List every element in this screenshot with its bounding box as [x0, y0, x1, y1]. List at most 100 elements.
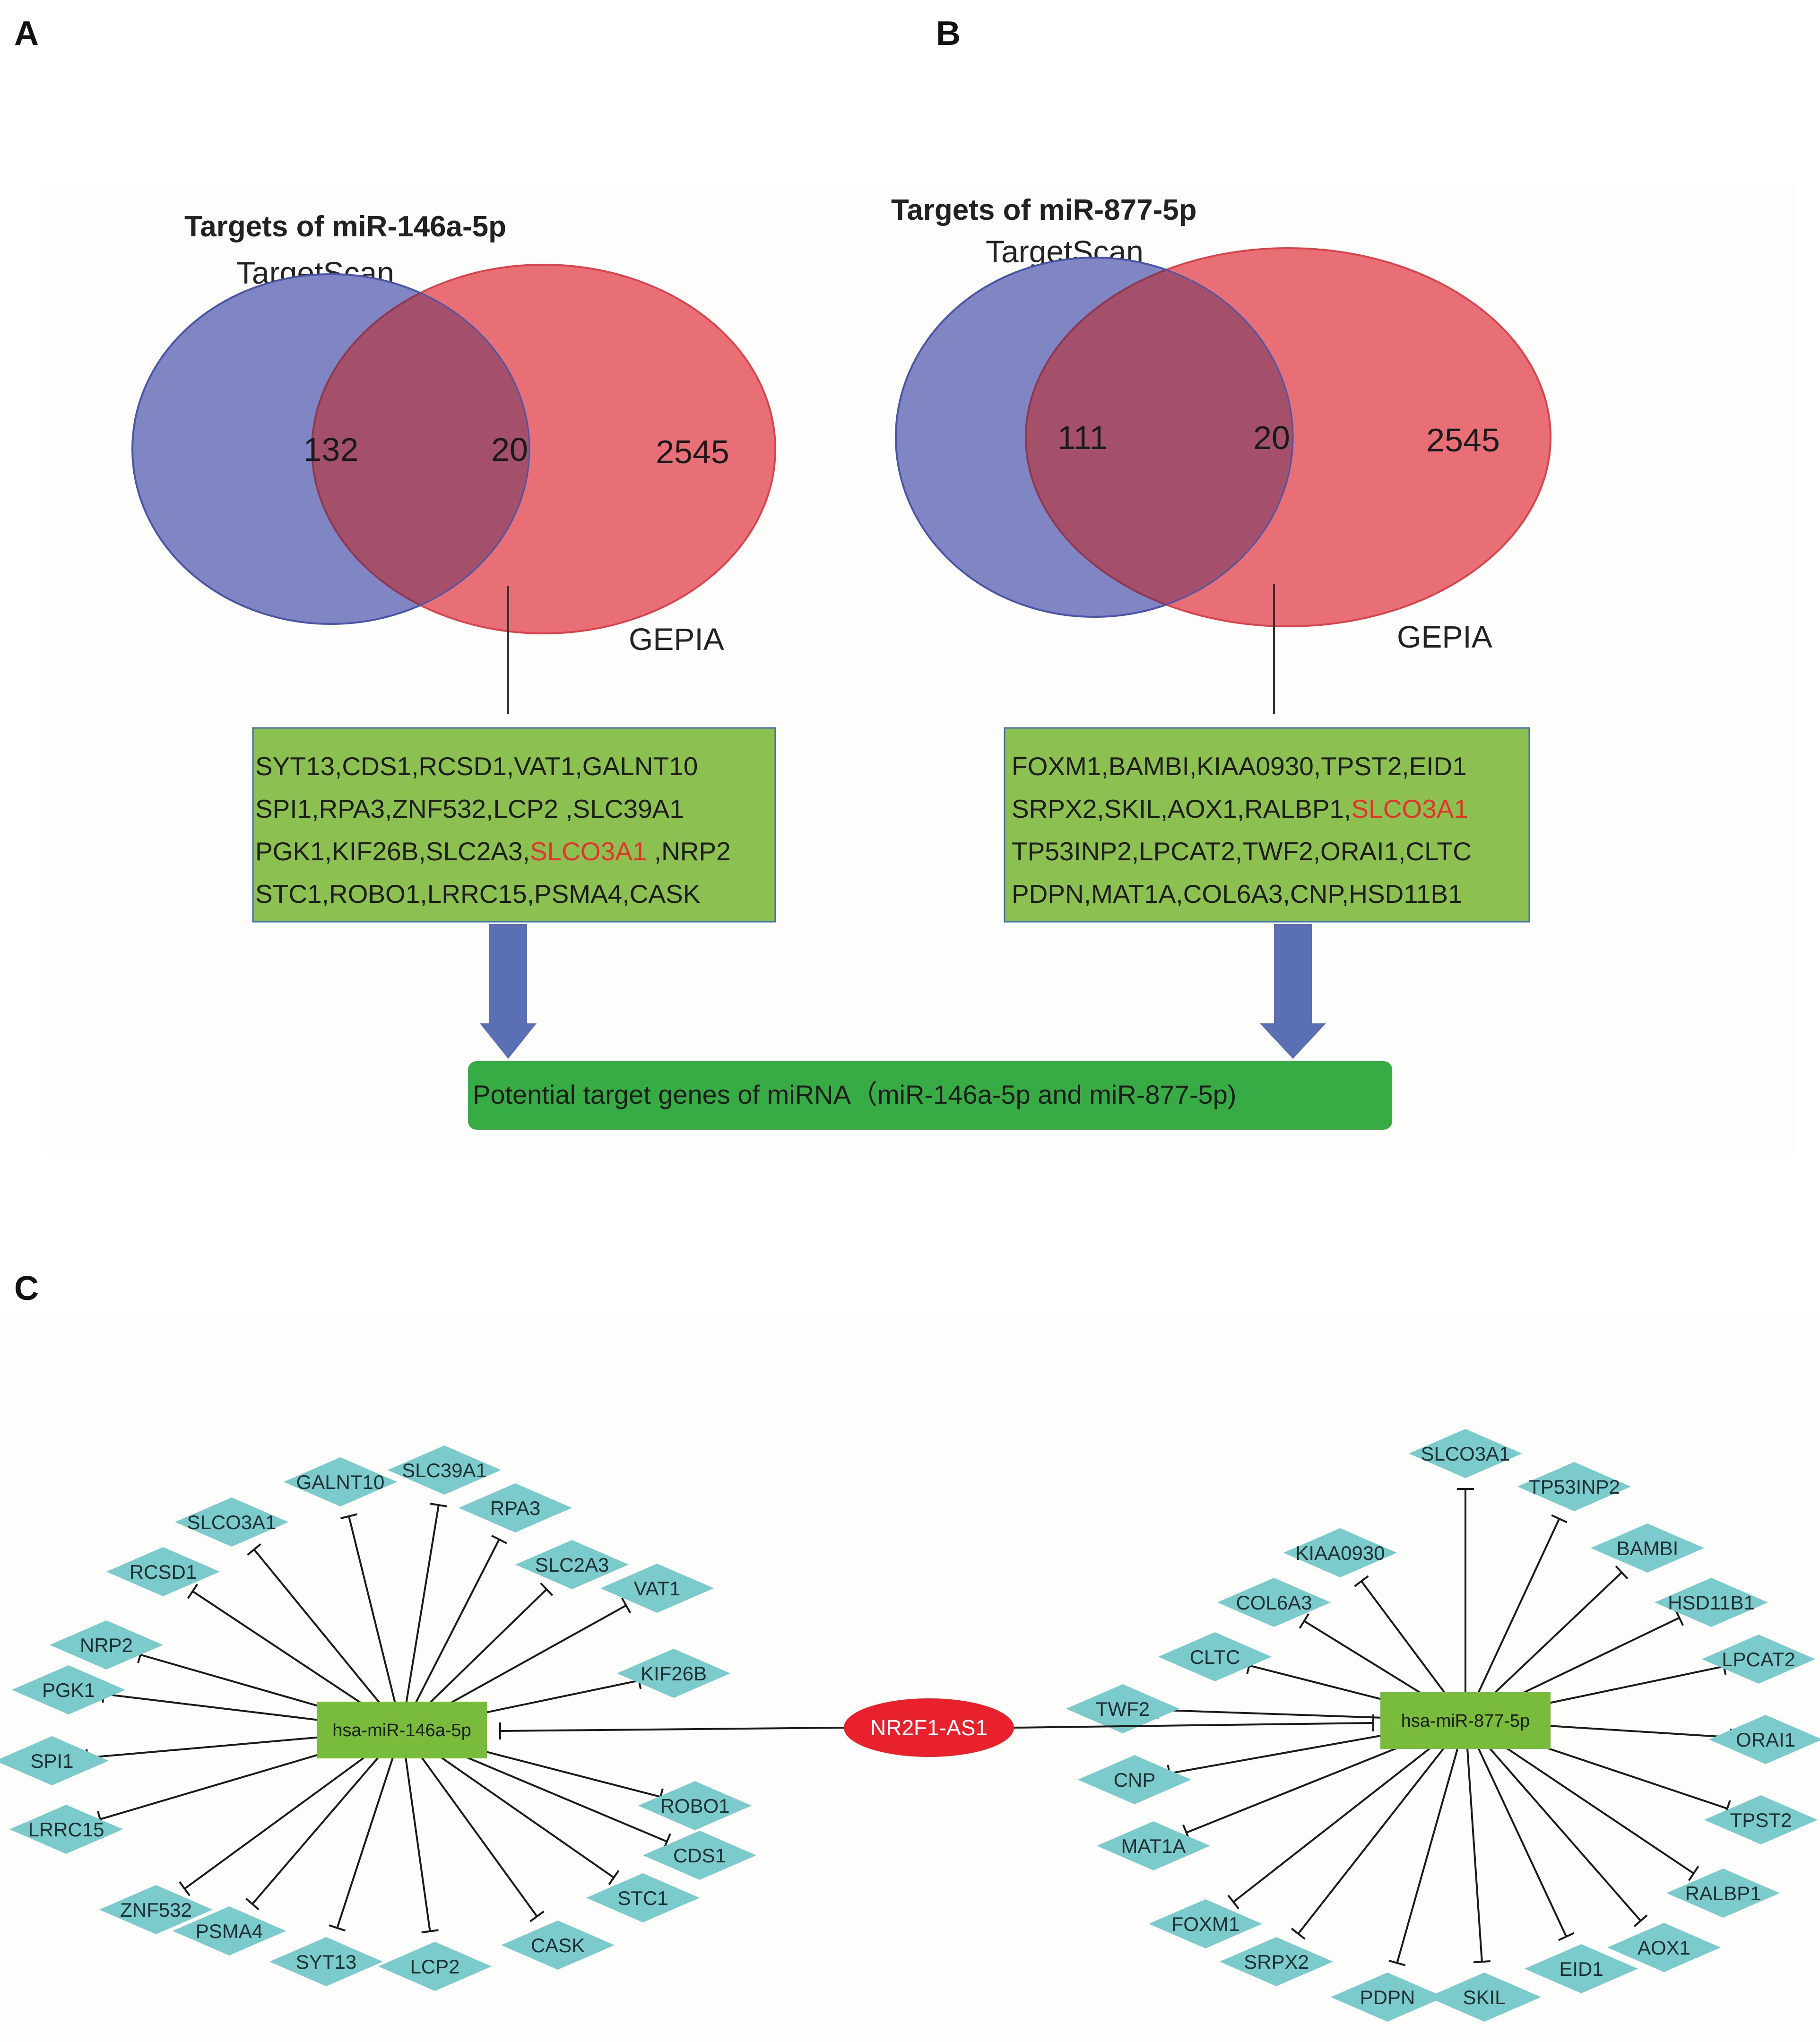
edge-left-1	[401, 1505, 440, 1731]
target-node-left-pgk1[interactable]: PGK1	[12, 1665, 125, 1714]
gene-text: SYT13,CDS1,RCSD1,VAT1,GALNT10	[255, 752, 698, 781]
target-node-label: CLTC	[1190, 1646, 1240, 1668]
mirna-node-877[interactable]: hsa-miR-877-5p	[1380, 1692, 1551, 1749]
target-node-left-robo1[interactable]: ROBO1	[638, 1781, 752, 1830]
mirna-node-146a[interactable]: hsa-miR-146a-5p	[317, 1702, 487, 1758]
target-node-right-col6a3[interactable]: COL6A3	[1217, 1578, 1331, 1627]
venn-a-right-only-count: 2545	[656, 433, 729, 470]
target-node-shape	[1517, 1462, 1631, 1511]
target-node-shape	[1709, 1715, 1820, 1764]
target-node-shape	[50, 1620, 163, 1670]
edge-left-10	[401, 1730, 431, 1932]
target-node-left-lrrc15[interactable]: LRRC15	[9, 1805, 123, 1854]
venn-diagram-b: Targets of miR-877-5p TargetScan 111 20 …	[891, 194, 1551, 1059]
target-node-left-lcp2[interactable]: LCP2	[378, 1942, 492, 1991]
target-node-left-slco3a1[interactable]: SLCO3A1	[175, 1497, 288, 1547]
target-node-label: RCSD1	[130, 1561, 197, 1583]
target-node-shape	[1217, 1578, 1331, 1627]
venn-b-left-only-count: 111	[1057, 419, 1108, 456]
target-node-right-cnp[interactable]: CNP	[1078, 1755, 1191, 1804]
target-node-left-syt13[interactable]: SYT13	[269, 1937, 383, 1986]
target-node-left-psma4[interactable]: PSMA4	[173, 1906, 286, 1955]
edge-right-10	[1465, 1720, 1483, 1962]
target-node-label: TPST2	[1730, 1809, 1792, 1831]
target-node-left-slc39a1[interactable]: SLC39A1	[388, 1445, 501, 1495]
target-node-left-rcsd1[interactable]: RCSD1	[106, 1547, 220, 1596]
target-node-left-spi1[interactable]: SPI1	[0, 1736, 109, 1785]
venn-a-overlap	[311, 274, 529, 624]
target-node-label: TP53INP2	[1528, 1476, 1620, 1498]
gene-text: TP53INP2,LPCAT2,TWF2,ORAI1,CLTC	[1012, 837, 1472, 866]
target-node-shape	[378, 1942, 492, 1991]
target-node-label: PSMA4	[196, 1920, 263, 1942]
edge-right-3-inhibition-bar	[1674, 1609, 1684, 1626]
target-node-left-vat1[interactable]: VAT1	[600, 1564, 714, 1613]
target-node-shape	[1704, 1795, 1818, 1844]
target-node-right-eid1[interactable]: EID1	[1525, 1944, 1638, 1993]
venn-a-overlap-count: 20	[491, 431, 528, 468]
target-node-left-cask[interactable]: CASK	[501, 1921, 615, 1970]
target-node-right-orai1[interactable]: ORAI1	[1709, 1715, 1820, 1764]
target-node-label: KIAA0930	[1295, 1542, 1385, 1564]
target-node-right-tpst2[interactable]: TPST2	[1704, 1795, 1818, 1844]
target-node-right-ralbp1[interactable]: RALBP1	[1666, 1869, 1780, 1918]
target-node-shape	[9, 1805, 123, 1854]
mirna-node-146a-label: hsa-miR-146a-5p	[332, 1721, 471, 1740]
target-node-left-nrp2[interactable]: NRP2	[50, 1620, 163, 1670]
target-node-left-slc2a3[interactable]: SLC2A3	[515, 1540, 629, 1589]
target-node-shape	[643, 1831, 756, 1880]
target-node-right-twf2[interactable]: TWF2	[1066, 1684, 1179, 1733]
lncrna-node-shape	[844, 1698, 1014, 1757]
edge-left-11-inhibition-bar	[329, 1924, 346, 1932]
target-node-right-foxm1[interactable]: FOXM1	[1149, 1899, 1262, 1948]
target-node-right-aox1[interactable]: AOX1	[1607, 1923, 1721, 1972]
target-node-label: RPA3	[490, 1497, 541, 1519]
target-node-label: PGK1	[42, 1679, 95, 1701]
venn-a-right-set-label: GEPIA	[629, 622, 724, 657]
target-node-shape	[388, 1445, 501, 1495]
edge-right-11	[1396, 1720, 1466, 1964]
target-node-right-skil[interactable]: SKIL	[1428, 1973, 1541, 2022]
edge-right-18-inhibition-bar	[1299, 1613, 1309, 1629]
edge-left-19	[253, 1549, 403, 1731]
edge-left-0-inhibition-bar	[340, 1513, 357, 1520]
target-node-left-znf532[interactable]: ZNF532	[99, 1885, 213, 1934]
target-node-right-lpcat2[interactable]: LPCAT2	[1702, 1635, 1815, 1684]
edge-left-2	[401, 1539, 500, 1731]
venn-b-gene-box	[1004, 727, 1530, 923]
target-node-right-cltc[interactable]: CLTC	[1158, 1632, 1272, 1681]
target-node-shape	[1655, 1578, 1768, 1627]
target-node-right-mat1a[interactable]: MAT1A	[1097, 1821, 1210, 1870]
edge-left-2-inhibition-bar	[491, 1534, 507, 1544]
target-node-right-srpx2[interactable]: SRPX2	[1220, 1937, 1333, 1986]
edge-right-13-inhibition-bar	[1227, 1895, 1239, 1910]
edge-center-right	[1014, 1722, 1374, 1729]
target-node-shape	[175, 1497, 288, 1547]
target-node-left-kif26b[interactable]: KIF26B	[617, 1649, 730, 1698]
target-node-shape	[459, 1483, 572, 1532]
target-node-shape	[515, 1540, 629, 1589]
target-node-left-galnt10[interactable]: GALNT10	[284, 1457, 397, 1506]
target-node-right-kiaa0930[interactable]: KIAA0930	[1283, 1528, 1397, 1577]
target-node-right-tp53inp2[interactable]: TP53INP2	[1517, 1462, 1631, 1511]
target-node-label: GALNT10	[296, 1471, 385, 1493]
target-node-left-stc1[interactable]: STC1	[586, 1873, 700, 1922]
venn-a-title: Targets of miR-146a-5p	[184, 210, 506, 243]
target-node-right-pdpn[interactable]: PDPN	[1331, 1973, 1444, 2022]
edge-right-1-inhibition-bar	[1551, 1514, 1568, 1523]
lncrna-node[interactable]: NR2F1-AS1	[844, 1698, 1014, 1757]
target-node-right-slco3a1[interactable]: SLCO3A1	[1409, 1429, 1522, 1478]
target-node-left-rpa3[interactable]: RPA3	[459, 1483, 572, 1532]
target-node-shape	[1525, 1944, 1638, 1993]
target-node-left-cds1[interactable]: CDS1	[643, 1831, 756, 1880]
target-node-right-bambi[interactable]: BAMBI	[1591, 1523, 1704, 1573]
edge-left-3-inhibition-bar	[540, 1582, 554, 1596]
edge-right-12-inhibition-bar	[1291, 1928, 1306, 1940]
venn-a-left-only-count: 132	[303, 431, 359, 468]
venn-b-title: Targets of miR-877-5p	[891, 194, 1197, 226]
target-node-shape	[106, 1547, 220, 1596]
target-node-label: AOX1	[1638, 1937, 1690, 1959]
target-node-right-hsd11b1[interactable]: HSD11B1	[1655, 1578, 1768, 1627]
